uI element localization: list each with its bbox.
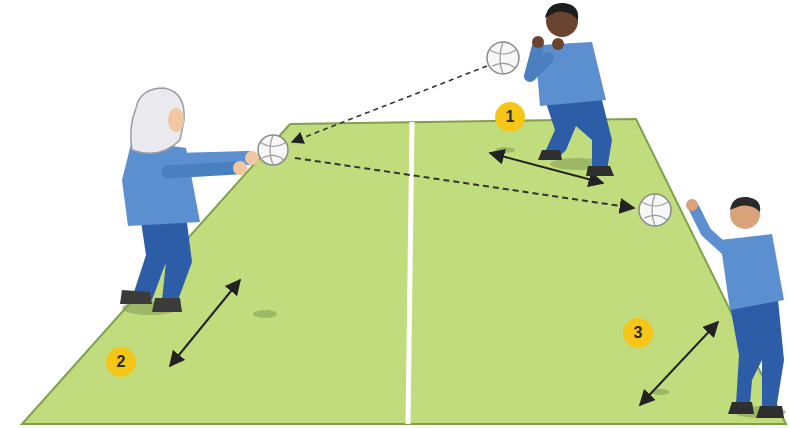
callout-number: 1 [495, 102, 525, 132]
callout-disc [495, 102, 525, 132]
player-top [530, 3, 614, 176]
shadows [122, 147, 786, 418]
ball-path [292, 66, 487, 142]
ball-path [295, 158, 634, 208]
volleyball [487, 42, 519, 74]
callout-disc [106, 347, 136, 377]
court [22, 119, 786, 424]
player-right [686, 197, 784, 418]
callout-disc [623, 318, 653, 348]
player-left [120, 88, 259, 312]
callout-number: 3 [623, 318, 653, 348]
callout-number: 2 [106, 347, 136, 377]
volleyball [639, 194, 671, 226]
centre-line [408, 122, 412, 424]
volleyball [258, 135, 288, 165]
